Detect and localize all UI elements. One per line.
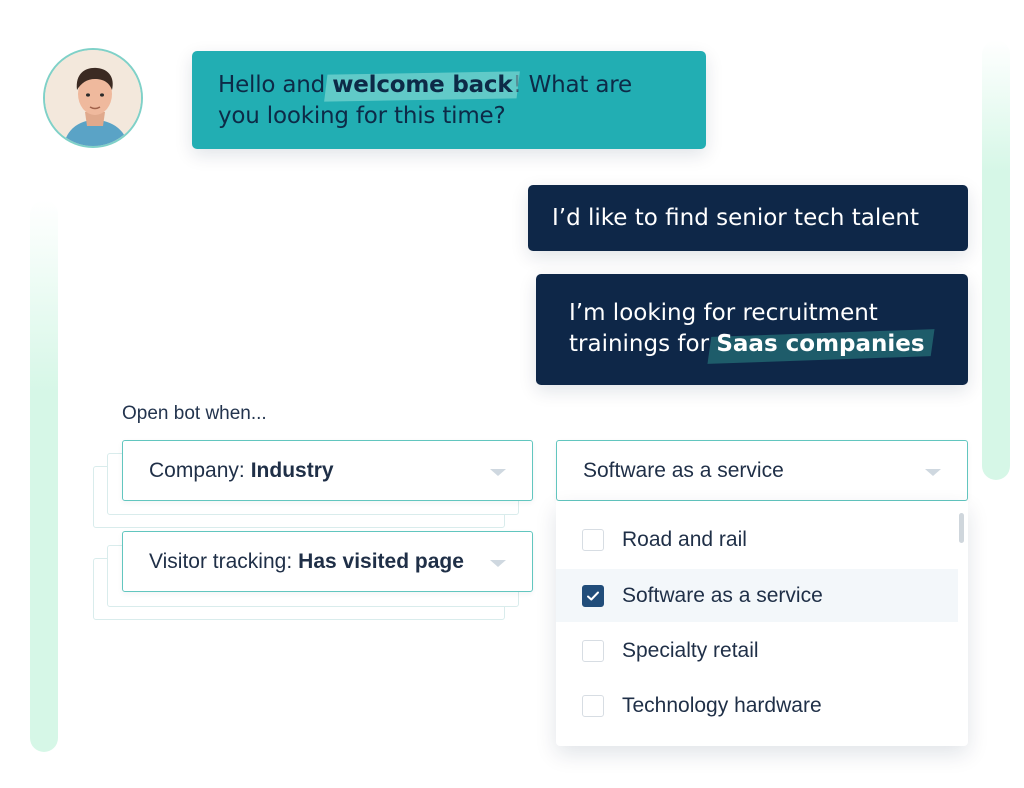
value-select-industry[interactable]: Software as a service [556, 440, 968, 501]
chevron-down-icon[interactable] [925, 468, 941, 476]
dropdown-option-technology-hardware[interactable]: Technology hardware [556, 679, 958, 732]
dropdown-option-label: Technology hardware [622, 693, 822, 717]
checkbox-unchecked-icon[interactable] [582, 528, 604, 551]
condition-1-value: Industry [250, 458, 334, 482]
industry-dropdown-list[interactable]: Road and rail Software as a service Spec… [556, 501, 968, 746]
avatar [43, 48, 143, 148]
chevron-down-icon[interactable] [490, 468, 506, 476]
bot-message-bubble: Hello and welcome back! What are you loo… [192, 51, 706, 149]
user-message-2-highlight: Saas companies [716, 329, 924, 360]
dropdown-option-specialty-retail[interactable]: Specialty retail [556, 624, 958, 677]
bot-message-highlight: welcome back [332, 70, 512, 101]
checkbox-unchecked-icon[interactable] [582, 639, 604, 662]
scrollbar-thumb[interactable] [959, 513, 964, 543]
rules-label: Open bot when... [122, 403, 267, 424]
user-message-2-prefix: I’m looking for recruitment trainings fo… [569, 300, 878, 357]
decorative-bar-right [982, 40, 1010, 480]
condition-2-value: Has visited page [298, 549, 464, 573]
dropdown-option-label: Specialty retail [622, 638, 759, 662]
dropdown-option-label: Software as a service [622, 583, 823, 607]
dropdown-option-label: Road and rail [622, 527, 747, 551]
condition-2-field: Visitor tracking: [149, 549, 293, 573]
condition-select-visitor-tracking[interactable]: Visitor tracking: Has visited page [122, 531, 533, 592]
chevron-down-icon[interactable] [490, 559, 506, 567]
checkbox-unchecked-icon[interactable] [582, 694, 604, 717]
bot-message-suffix: ! What are you looking for this time? [218, 72, 632, 129]
condition-1-field: Company: [149, 458, 245, 482]
bot-message-prefix: Hello and [218, 72, 333, 98]
dropdown-option-software-as-a-service[interactable]: Software as a service [556, 569, 958, 622]
user-message-bubble-1: I’d like to find senior tech talent [528, 185, 968, 251]
user-message-bubble-2: I’m looking for recruitment trainings fo… [536, 274, 968, 385]
dropdown-option-road-and-rail[interactable]: Road and rail [556, 513, 958, 566]
condition-select-industry[interactable]: Company: Industry [122, 440, 533, 501]
decorative-bar-left [30, 200, 58, 752]
value-select-current: Software as a service [583, 458, 784, 482]
checkmark-icon[interactable] [582, 584, 604, 607]
user-message-1-text: I’d like to find senior tech talent [552, 205, 920, 231]
avatar-portrait-icon [45, 50, 141, 146]
